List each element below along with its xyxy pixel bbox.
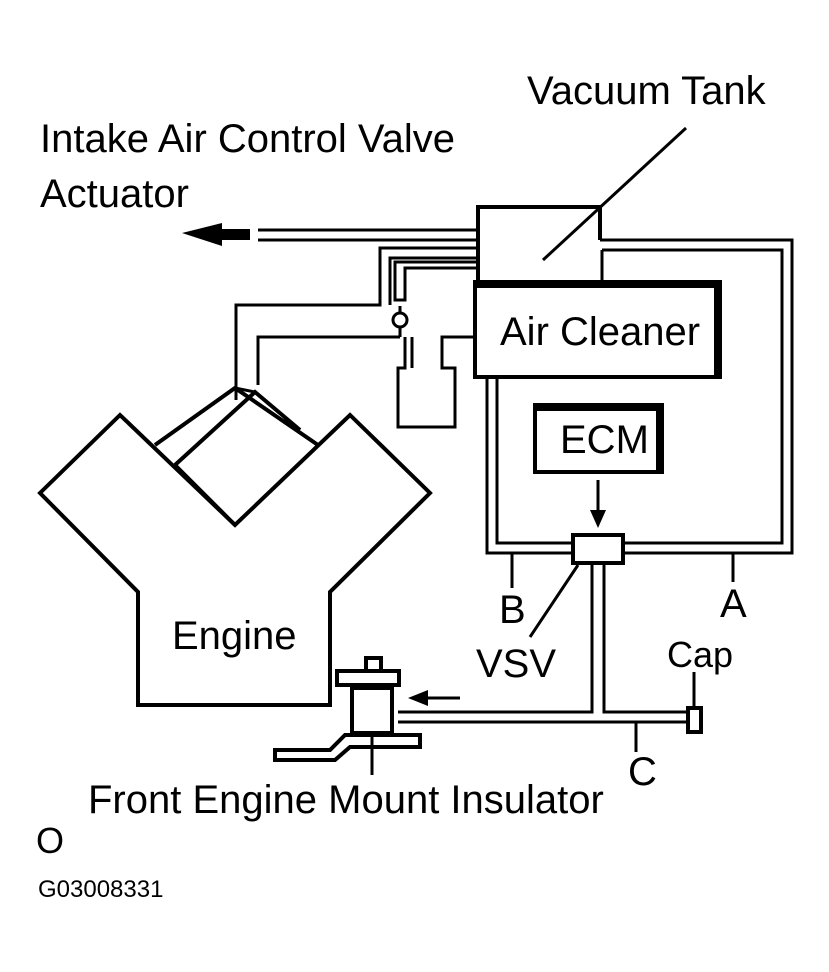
- vsv-leader: [528, 564, 580, 638]
- hose-b-inner: [495, 377, 573, 545]
- tank-to-check-valve-hose: [393, 260, 478, 302]
- vsv-label: VSV: [476, 642, 556, 686]
- actuator-hose: [258, 228, 478, 242]
- hose-b-outer: [485, 377, 573, 555]
- mount-bracket: [273, 733, 422, 762]
- cap-label: Cap: [667, 634, 733, 675]
- figure-code: G03008331: [38, 876, 163, 903]
- mount-label: Front Engine Mount Insulator: [88, 778, 604, 822]
- vacuum-tank: [476, 205, 602, 283]
- check-valve: [391, 311, 409, 329]
- ecm-signal-arrowhead: [590, 510, 606, 528]
- mount-body: [350, 686, 394, 735]
- damper-chamber: [396, 335, 475, 429]
- mount-arrow-head: [408, 690, 428, 706]
- hose-a-outer: [600, 238, 794, 555]
- port-b-label: B: [499, 588, 526, 632]
- vacuum-tank-label: Vacuum Tank: [527, 69, 767, 113]
- engine-hose-inner: [256, 335, 400, 385]
- actuator-label-line1: Intake Air Control Valve: [40, 117, 455, 161]
- cap-body: [686, 706, 703, 734]
- intake-manifold: [153, 385, 320, 527]
- actuator-label-line2: Actuator: [40, 172, 189, 216]
- tank-to-engine-hose-outer: [234, 246, 478, 400]
- vsv-body: [571, 533, 625, 565]
- hose-c-outer: [398, 563, 594, 714]
- tank-to-engine-hose-inner: [388, 256, 478, 305]
- corner-mark: O: [36, 820, 64, 861]
- vacuum-tank-leader: [541, 126, 688, 262]
- port-c-label: C: [628, 750, 657, 794]
- mount-top-plate: [335, 669, 401, 687]
- actuator-arrow: [182, 223, 250, 246]
- ecm-label: ECM: [560, 418, 649, 462]
- hose-a-inner: [602, 248, 784, 545]
- engine-label: Engine: [172, 614, 297, 658]
- port-a-label: A: [720, 582, 747, 626]
- intake-manifold-inner: [234, 386, 256, 394]
- engine-outline: [37, 412, 433, 707]
- air-cleaner-label: Air Cleaner: [500, 310, 700, 354]
- hose-c-inner: [602, 563, 688, 714]
